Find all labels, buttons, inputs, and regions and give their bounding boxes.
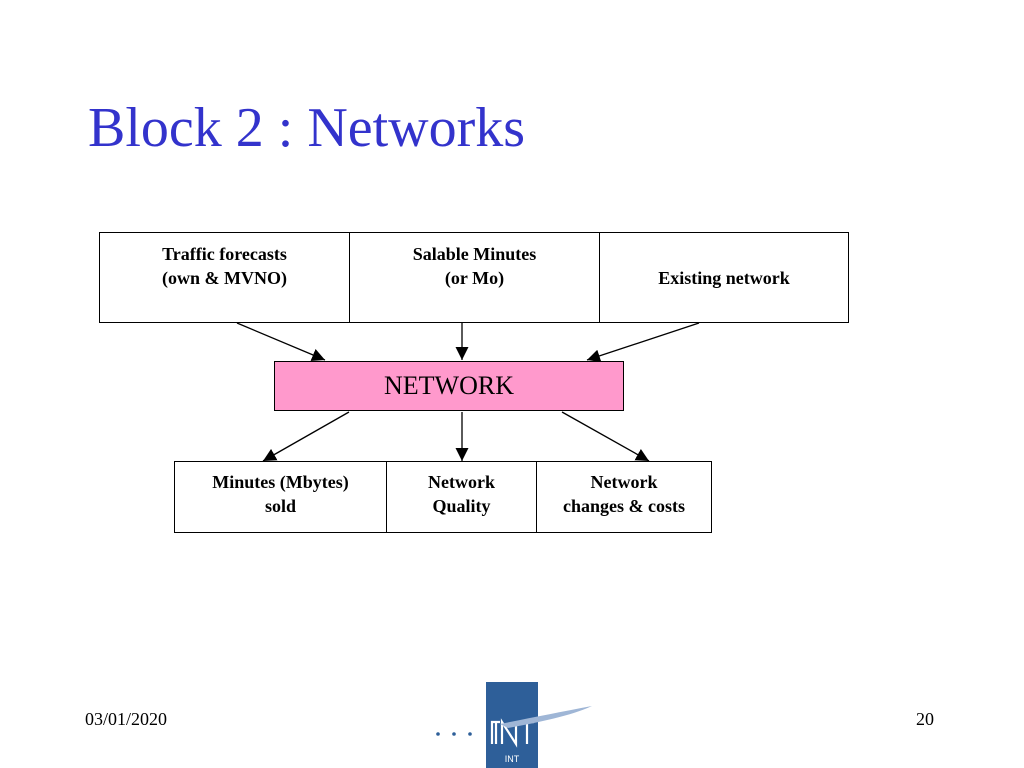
slide-date: 03/01/2020 [85, 709, 168, 729]
slide-page-number: 20 [916, 709, 934, 729]
output-box-line: Quality [432, 496, 491, 516]
input-box-line: Salable Minutes [412, 244, 537, 264]
logo-text: INT [505, 754, 520, 764]
int-logo-icon: INT [436, 682, 592, 768]
input-box-line: Existing network [658, 267, 790, 288]
slide-title: Block 2 : Networks [88, 97, 526, 159]
input-box-existing-network: Existing network [599, 232, 849, 323]
input-box-line: (own & MVNO) [162, 268, 287, 288]
network-node: NETWORK [274, 361, 624, 411]
input-box-traffic-forecasts: Traffic forecasts (own & MVNO) [99, 232, 350, 323]
arrow-network-to-changes [561, 411, 650, 462]
input-box-line: (or Mo) [444, 268, 505, 288]
output-box-network-quality: Network Quality [386, 461, 537, 533]
output-box-line: Minutes (Mbytes) [212, 472, 349, 492]
input-box-line: Traffic forecasts [162, 244, 287, 264]
output-box-minutes-sold: Minutes (Mbytes) sold [174, 461, 387, 533]
output-box-network-changes: Network changes & costs [536, 461, 712, 533]
output-box-line: Network [590, 472, 658, 492]
input-box-salable-minutes: Salable Minutes (or Mo) [349, 232, 600, 323]
arrow-network-to-minutes-sold [262, 411, 350, 462]
output-box-line: Network [428, 472, 495, 492]
arrow-existing-to-network [586, 322, 700, 363]
output-box-line: changes & costs [563, 496, 685, 516]
output-box-line: sold [264, 496, 297, 516]
arrow-traffic-to-network [236, 322, 326, 361]
